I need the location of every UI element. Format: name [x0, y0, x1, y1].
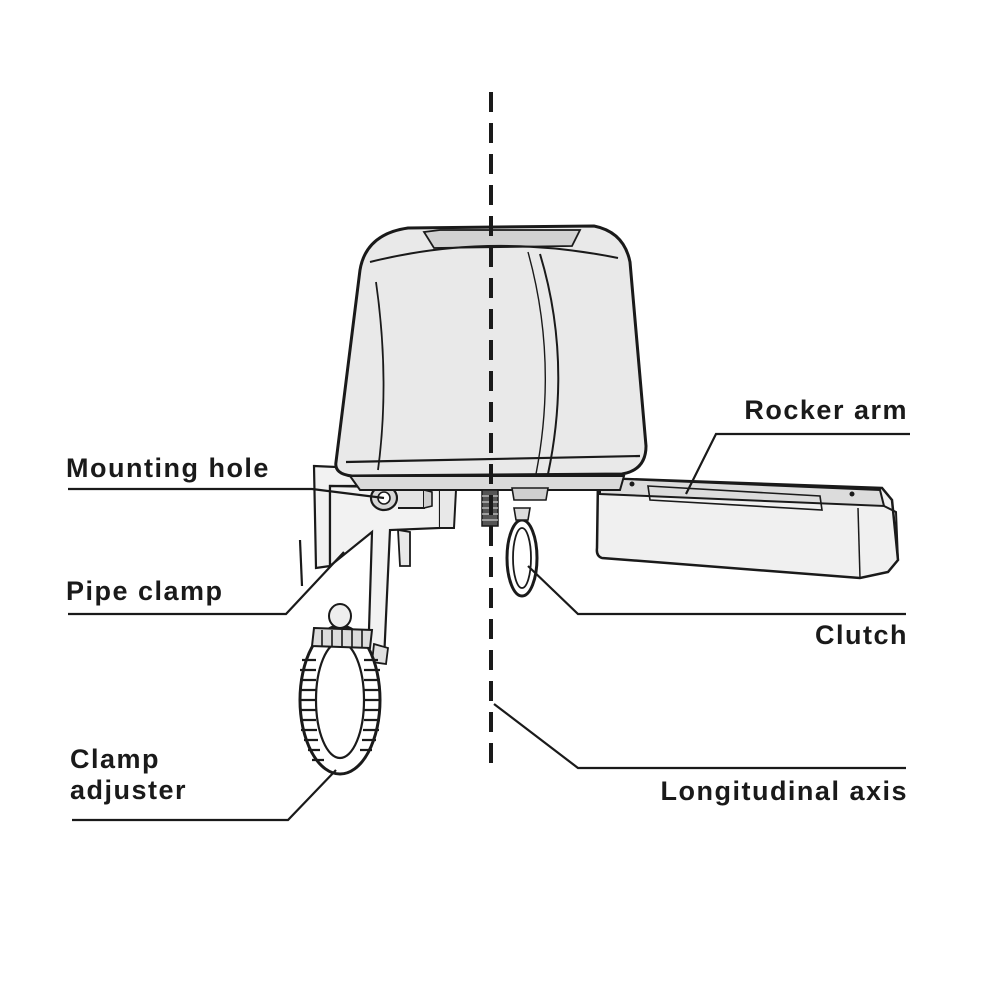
- motor-housing: [334, 224, 648, 501]
- clutch-ring: [505, 507, 539, 598]
- rocker-arm-pin: [629, 481, 635, 487]
- label-clamp-adjuster: Clamp adjuster: [70, 744, 187, 806]
- label-longitudinal-axis: Longitudinal axis: [660, 776, 908, 806]
- leader-clamp-adjuster: [72, 769, 337, 822]
- label-rocker-arm: Rocker arm: [744, 395, 908, 425]
- label-mounting-hole: Mounting hole: [66, 453, 270, 483]
- rocker-arm: [595, 476, 900, 580]
- leader-mounting-hole: [68, 487, 385, 500]
- leader-rocker-arm: [685, 432, 910, 495]
- label-clamp-adjuster-line2: adjuster: [70, 775, 188, 805]
- clamp-adjuster: [298, 603, 382, 776]
- leader-pipe-clamp: [68, 551, 345, 616]
- leader-longitudinal-axis: [493, 703, 906, 770]
- label-pipe-clamp: Pipe clamp: [66, 576, 224, 606]
- label-clutch: Clutch: [815, 620, 908, 650]
- label-clamp-adjuster-line1: Clamp: [70, 744, 161, 774]
- leader-clutch: [527, 565, 906, 616]
